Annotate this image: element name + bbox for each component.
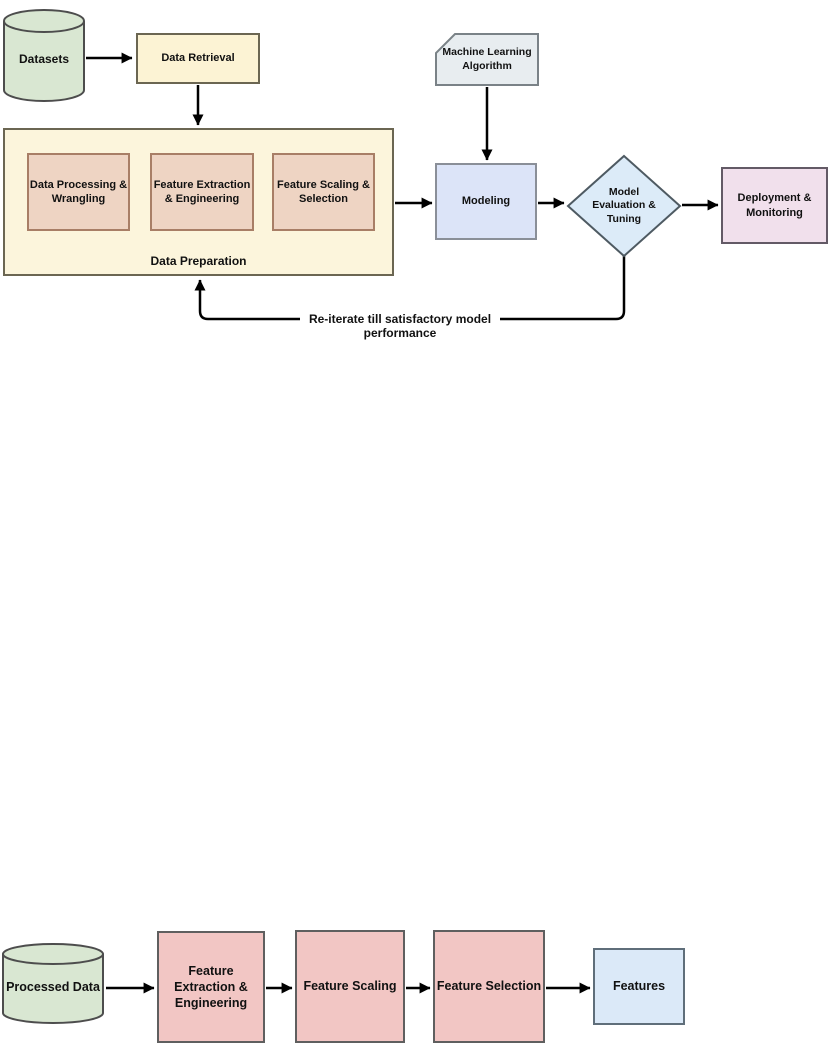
deployment-label: Deployment & Monitoring [737,192,812,219]
features-box: Features [593,948,685,1025]
modeling-label: Modeling [461,195,511,208]
data-preparation-title: Data Preparation [150,254,247,268]
ml-algorithm-shape: Machine Learning Algorithm [435,33,539,86]
feature-extraction-label: Feature Extraction & Engineering [174,963,248,1011]
step-feature-extraction-box: Feature Extraction & Engineering [150,153,254,231]
data-retrieval-box: Data Retrieval [136,33,260,84]
modeling-box: Modeling [435,163,537,240]
feature-selection-box: Feature Selection [433,930,545,1043]
features-label: Features [612,979,666,994]
processed-data-cylinder: Processed Data [1,942,105,1025]
step-data-processing-label: Data Processing & Wrangling [29,178,128,205]
step-data-processing-box: Data Processing & Wrangling [27,153,130,231]
feature-scaling-box: Feature Scaling [295,930,405,1043]
step-feature-scaling-label: Feature Scaling & Selection [277,178,370,205]
feature-scaling-label: Feature Scaling [303,979,397,994]
feature-extraction-box: Feature Extraction & Engineering [157,931,265,1043]
deployment-box: Deployment & Monitoring [721,167,828,244]
data-retrieval-label: Data Retrieval [161,52,235,65]
datasets-label: Datasets [18,51,70,66]
step-feature-scaling-box: Feature Scaling & Selection [272,153,375,231]
evaluation-label: Model Evaluation & Tuning [592,185,656,225]
ml-algorithm-label: Machine Learning Algorithm [442,45,532,72]
feature-selection-label: Feature Selection [436,979,542,994]
data-preparation-group: Data Processing & Wrangling Feature Extr… [3,128,394,276]
step-feature-extraction-label: Feature Extraction & Engineering [153,178,251,205]
datasets-cylinder: Datasets [2,8,86,103]
feedback-loop-label: Re-iterate till satisfactory model perfo… [300,311,500,341]
evaluation-diamond: Model Evaluation & Tuning [566,154,682,258]
processed-data-label: Processed Data [6,980,100,995]
